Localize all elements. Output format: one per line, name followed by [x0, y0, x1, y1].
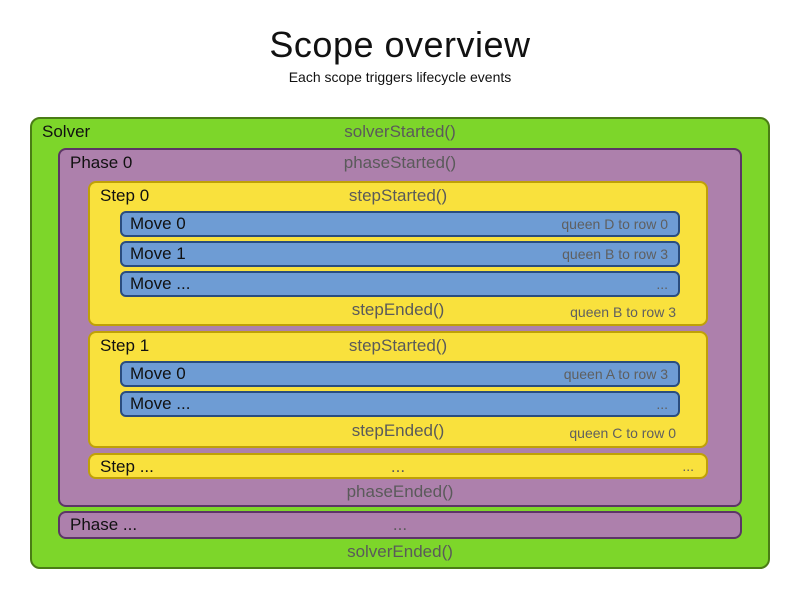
page-subtitle: Each scope triggers lifecycle events	[288, 69, 512, 85]
step-ellipsis-right: ...	[682, 458, 694, 474]
move-note: queen A to row 3	[563, 366, 668, 382]
move-note: ...	[656, 396, 668, 412]
step-1-label: Step 1	[100, 336, 150, 355]
page-title: Scope overview	[269, 24, 531, 65]
move-row: Move ... ...	[120, 271, 680, 297]
step-0-ended-event: stepEnded()	[351, 300, 445, 319]
solver-scope-box: Solver solverStarted() Phase 0 phaseStar…	[30, 117, 770, 569]
move-label: Move 0	[130, 214, 186, 233]
phase-0-ended-event: phaseEnded()	[346, 482, 454, 501]
move-row: Move 0 queen D to row 0	[120, 211, 680, 237]
step-0-label: Step 0	[100, 186, 150, 205]
move-note: ...	[656, 276, 668, 292]
phase-0-started-event: phaseStarted()	[343, 153, 457, 172]
move-label: Move ...	[130, 394, 191, 413]
move-note: queen D to row 0	[561, 216, 668, 232]
step-ellipsis-label: Step ...	[100, 457, 154, 476]
phase-ellipsis-center: ...	[392, 515, 408, 534]
step-0-started-event: stepStarted()	[348, 186, 448, 205]
step-1-ended-note: queen C to row 0	[569, 425, 676, 441]
step-0-scope-box: Step 0 stepStarted() Move 0 queen D to r…	[88, 181, 708, 326]
move-row: Move 1 queen B to row 3	[120, 241, 680, 267]
move-label: Move ...	[130, 274, 191, 293]
step-ellipsis-center: ...	[390, 457, 406, 476]
step-1-scope-box: Step 1 stepStarted() Move 0 queen A to r…	[88, 331, 708, 448]
solver-started-event: solverStarted()	[344, 122, 456, 141]
phase-0-label: Phase 0	[70, 153, 133, 172]
move-note: queen B to row 3	[562, 246, 668, 262]
move-row: Move ... ...	[120, 391, 680, 417]
move-label: Move 1	[130, 244, 186, 263]
step-ellipsis-box: Step ... ... ...	[88, 453, 708, 479]
move-row: Move 0 queen A to row 3	[120, 361, 680, 387]
step-1-ended-event: stepEnded()	[351, 421, 445, 440]
step-1-started-event: stepStarted()	[348, 336, 448, 355]
solver-label: Solver	[42, 122, 91, 141]
step-0-ended-note: queen B to row 3	[570, 304, 676, 320]
move-label: Move 0	[130, 364, 186, 383]
phase-0-scope-box: Phase 0 phaseStarted() Step 0 stepStarte…	[58, 148, 742, 507]
phase-ellipsis-box: Phase ... ...	[58, 511, 742, 539]
solver-ended-event: solverEnded()	[347, 542, 453, 561]
phase-ellipsis-label: Phase ...	[70, 515, 138, 534]
